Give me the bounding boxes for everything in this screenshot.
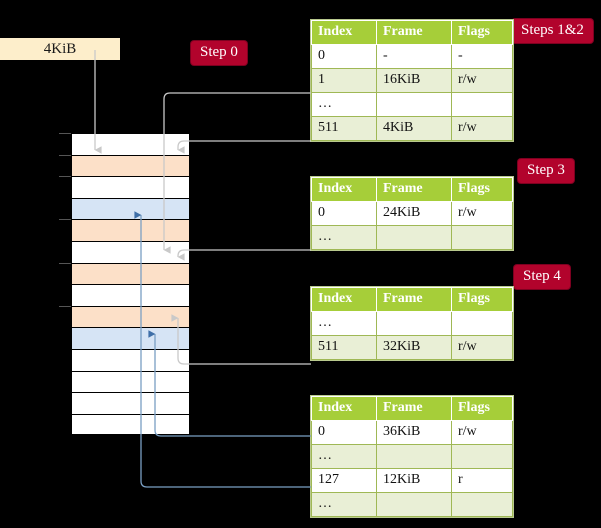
cell-frame	[376, 92, 452, 117]
step-badge-steps-1-2: Steps 1&2	[512, 19, 593, 43]
cell-frame	[376, 225, 452, 250]
step-badge-step-0: Step 0	[191, 41, 247, 65]
table-row: …	[311, 225, 513, 250]
cell-flags	[451, 225, 513, 250]
column-header-frame: Frame	[376, 396, 452, 421]
column-header-index: Index	[311, 20, 377, 45]
cell-flags: r/w	[451, 68, 513, 93]
cell-index: …	[311, 225, 377, 250]
cell-frame: -	[376, 44, 452, 69]
column-header-flags: Flags	[451, 396, 513, 421]
cell-index: 511	[311, 335, 377, 360]
memory-frame-11	[71, 370, 190, 393]
memory-frame-9	[71, 327, 190, 349]
table-row: …	[311, 444, 513, 469]
cell-frame: 16KiB	[376, 68, 452, 93]
cell-frame: 36KiB	[376, 420, 452, 445]
physical-memory-column	[71, 133, 190, 436]
cell-index: 511	[311, 116, 377, 141]
column-header-flags: Flags	[451, 287, 513, 312]
step-badge-step-3: Step 3	[518, 159, 574, 183]
memory-frame-1	[71, 154, 190, 177]
wire-memory-to-l4-entry511	[177, 140, 311, 154]
memory-frame-13	[71, 413, 190, 436]
cell-flags	[451, 444, 513, 469]
cell-index: …	[311, 311, 377, 336]
table-row: …	[311, 492, 513, 517]
cell-flags: r	[451, 468, 513, 493]
memory-frame-6	[71, 262, 190, 285]
cell-flags: r/w	[451, 420, 513, 445]
cell-index: …	[311, 92, 377, 117]
cell-index: 0	[311, 44, 377, 69]
cell-flags: -	[451, 44, 513, 69]
memory-frame-8	[71, 305, 190, 328]
memory-frame-4	[71, 219, 190, 241]
cell-index: 1	[311, 68, 377, 93]
wire-l3-entry0-to-memory	[177, 249, 311, 261]
memory-frame-10	[71, 349, 190, 371]
table-row: …	[311, 311, 513, 336]
cell-flags	[451, 92, 513, 117]
column-header-index: Index	[311, 177, 377, 202]
column-header-flags: Flags	[451, 20, 513, 45]
step-badge-step-4: Step 4	[514, 265, 570, 289]
cell-frame: 32KiB	[376, 335, 452, 360]
cell-index: 0	[311, 201, 377, 226]
cell-index: …	[311, 444, 377, 469]
memory-tick-2	[59, 176, 71, 178]
cell-flags	[451, 492, 513, 517]
cell-flags: r/w	[451, 201, 513, 226]
column-header-index: Index	[311, 396, 377, 421]
memory-frame-3	[71, 197, 190, 220]
cell-frame	[376, 311, 452, 336]
memory-frame-5	[71, 241, 190, 263]
table-row: 0--	[311, 44, 513, 69]
cell-frame: 4KiB	[376, 116, 452, 141]
cell-frame	[376, 444, 452, 469]
cell-frame: 12KiB	[376, 468, 452, 493]
memory-tick-0	[59, 133, 71, 134]
memory-tick-1	[59, 154, 71, 156]
column-header-frame: Frame	[376, 287, 452, 312]
cell-frame: 24KiB	[376, 201, 452, 226]
memory-tick-4	[59, 219, 71, 221]
cell-flags	[451, 311, 513, 336]
cell-index: 127	[311, 468, 377, 493]
column-header-flags: Flags	[451, 177, 513, 202]
column-header-index: Index	[311, 287, 377, 312]
cell-flags: r/w	[451, 335, 513, 360]
memory-frame-2	[71, 176, 190, 198]
column-header-frame: Frame	[376, 20, 452, 45]
memory-tick-8	[59, 305, 71, 307]
wire-l2-entry511-to-memory	[171, 314, 311, 365]
cell-frame	[376, 492, 452, 517]
memory-frame-7	[71, 284, 190, 306]
cell-flags: r/w	[451, 116, 513, 141]
cell-index: 0	[311, 420, 377, 445]
memory-frame-12	[71, 392, 190, 414]
column-header-frame: Frame	[376, 177, 452, 202]
memory-tick-6	[59, 262, 71, 264]
cell-index: …	[311, 492, 377, 517]
table-row: …	[311, 92, 513, 117]
size-label-4kib: 4KiB	[0, 38, 120, 60]
memory-frame-0	[71, 133, 190, 155]
